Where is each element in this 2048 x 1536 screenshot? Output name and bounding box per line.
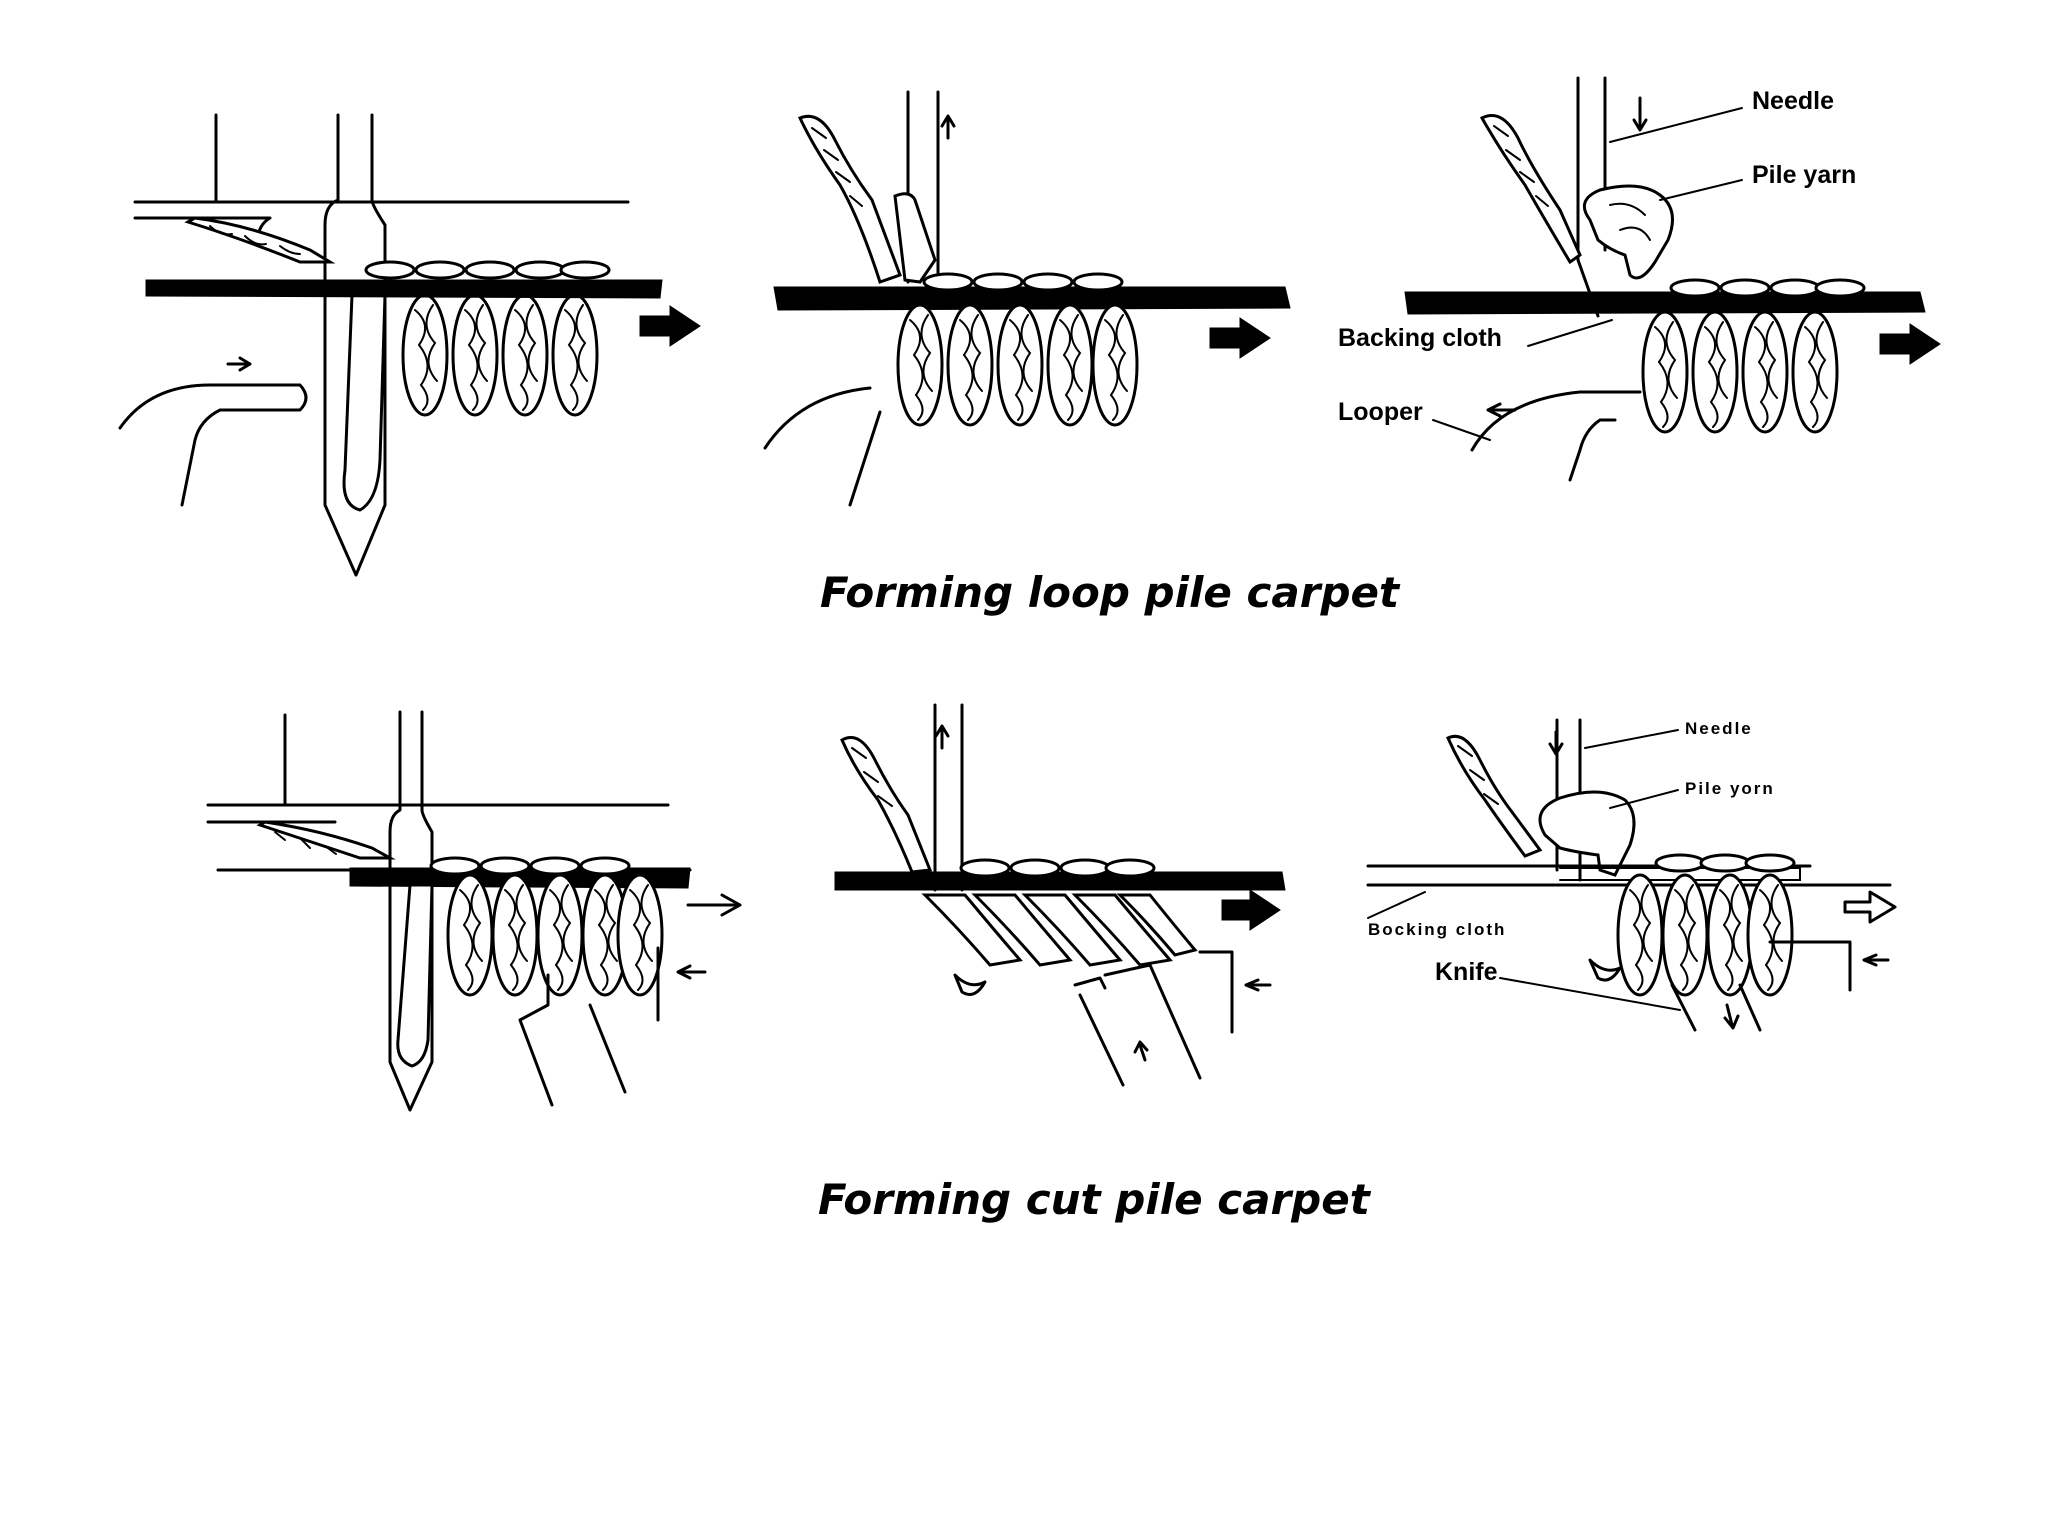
label-backing-cloth: Bocking cloth xyxy=(1368,920,1506,939)
looper xyxy=(118,383,308,507)
arrow-right-icon xyxy=(1209,317,1271,359)
label-backing-cloth: Backing cloth xyxy=(1338,324,1502,352)
arrow-right-icon xyxy=(226,356,252,372)
loop-panel-2 xyxy=(763,90,1291,507)
arrow-down-icon xyxy=(1548,730,1564,756)
backing-cloth xyxy=(834,871,1286,891)
label-pile-yarn: Pile yorn xyxy=(1685,779,1775,798)
knife xyxy=(1073,963,1202,1087)
caption-loop-pile: Forming loop pile carpet xyxy=(820,568,1400,617)
arrow-right-icon xyxy=(1221,889,1281,931)
arrow-left-icon xyxy=(1486,402,1517,418)
arrow-up-icon xyxy=(934,724,950,750)
label-needle: Needle xyxy=(1685,719,1753,738)
arrow-down-icon xyxy=(1632,96,1648,132)
pile-yarn-loop xyxy=(1582,184,1674,280)
pile-yarn-loop xyxy=(1538,790,1636,877)
backing-cloth xyxy=(773,286,1291,311)
label-needle: Needle xyxy=(1752,87,1834,115)
cut-panel-2 xyxy=(834,703,1286,1087)
arrow-right-icon xyxy=(1879,323,1941,365)
cut-panel-1 xyxy=(206,710,742,1112)
pile-yarn-in-needle xyxy=(396,883,434,1068)
pile-yarn-in-needle xyxy=(342,293,387,512)
knife xyxy=(1670,983,1762,1032)
loop-panel-3: Needle Pile yarn Backing cloth Looper xyxy=(1338,76,1941,482)
arrow-right-icon xyxy=(639,305,701,347)
needle xyxy=(388,710,434,1112)
cut-3-tufts xyxy=(1616,853,1796,997)
arrow-right-icon xyxy=(1843,890,1897,924)
knife xyxy=(518,973,627,1107)
arrow-up-icon xyxy=(1133,1040,1149,1062)
arrow-right-icon xyxy=(686,893,742,917)
loop-panel-1 xyxy=(118,113,701,577)
arrow-up-icon xyxy=(940,114,956,140)
label-looper: Looper xyxy=(1338,398,1423,426)
arrow-down-icon xyxy=(1723,1003,1740,1030)
backing-cloth xyxy=(145,279,663,299)
label-pile-yarn: Pile yarn xyxy=(1752,161,1856,189)
needle xyxy=(323,113,387,577)
caption-cut-pile: Forming cut pile carpet xyxy=(818,1175,1370,1224)
cut-panel-3: Needle Pile yorn Bocking cloth Knife xyxy=(1366,718,1897,1032)
label-knife: Knife xyxy=(1435,958,1498,986)
